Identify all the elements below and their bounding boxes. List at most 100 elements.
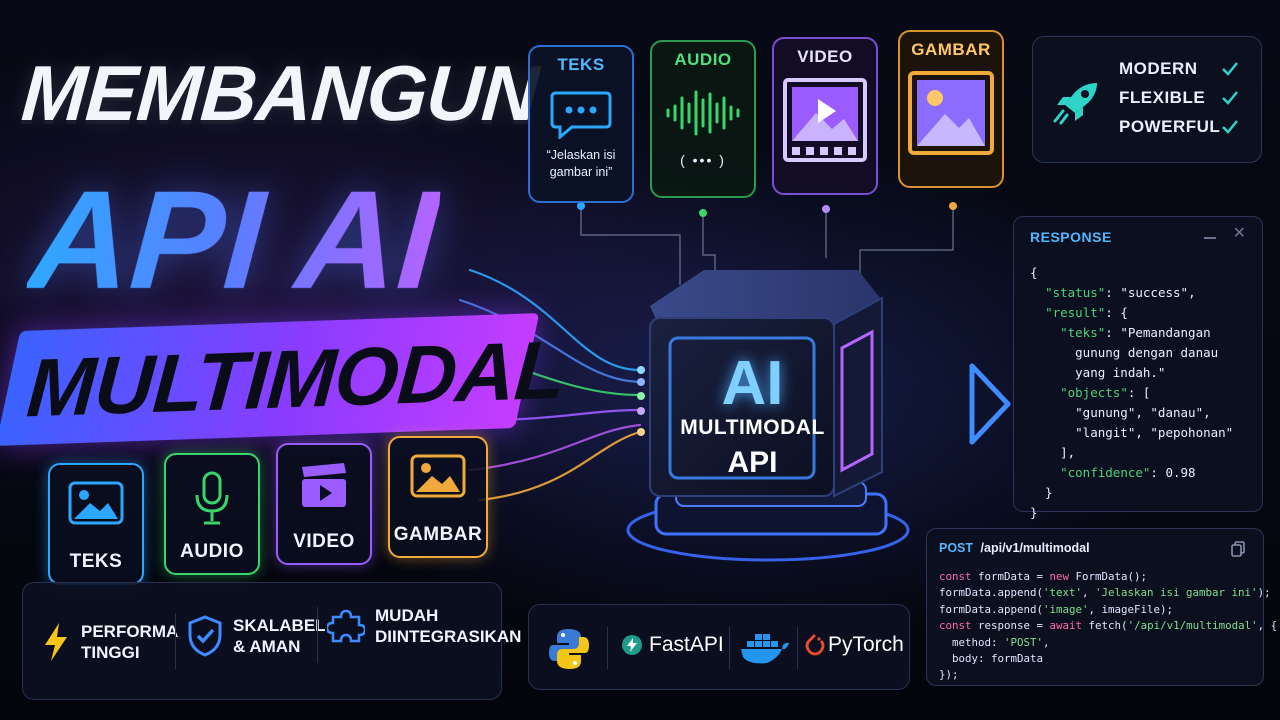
response-line: } <box>1030 505 1038 520</box>
tags-panel: MODERN FLEXIBLE POWERFUL <box>1032 36 1262 163</box>
input-label: TEKS <box>557 55 605 74</box>
modality-card-audio: AUDIO <box>164 453 260 575</box>
response-line: "confidence": 0.98 <box>1060 465 1196 480</box>
stream-dots <box>637 366 645 436</box>
feature-text-1: PERFORMA <box>81 622 179 641</box>
code-line: method: 'POST', <box>939 635 1050 649</box>
feature-performance: PERFORMA TINGGI <box>41 621 178 663</box>
code-line: formData.append('image', imageFile); <box>939 602 1174 616</box>
feature-scalable: SKALABEL & AMAN <box>187 615 326 657</box>
waveform-icon <box>666 90 740 136</box>
response-json: { "status": "success", "result": { "teks… <box>1030 263 1233 523</box>
feature-text-2: DIINTEGRASIKAN <box>375 627 522 646</box>
input-caption: “Jelaskan isi gambar ini” <box>546 148 616 179</box>
connector-lines <box>580 205 954 285</box>
tag-label: MODERN <box>1119 59 1198 78</box>
input-label: AUDIO <box>674 50 732 69</box>
response-line: } <box>1030 485 1053 500</box>
check-icon <box>1222 120 1238 134</box>
core-line-3: API <box>727 446 778 479</box>
rocket-icon <box>1053 83 1097 125</box>
tech-name: PyTorch <box>828 633 904 656</box>
image-icon <box>410 454 466 498</box>
pytorch-icon <box>805 634 825 656</box>
copy-icon[interactable] <box>1231 541 1245 557</box>
tech-pytorch: PyTorch <box>805 633 904 657</box>
request-endpoint: /api/v1/multimodal <box>980 541 1090 555</box>
microphone-icon <box>195 471 229 525</box>
request-line: POST /api/v1/multimodal <box>939 541 1090 555</box>
response-line: "gunung", "danau", <box>1030 405 1211 420</box>
check-icon <box>1222 62 1238 76</box>
feature-text-2: & AMAN <box>233 637 301 656</box>
response-line: ], <box>1030 445 1076 460</box>
response-line: gunung dengan danau <box>1030 345 1219 360</box>
response-line: { <box>1030 265 1038 280</box>
input-label: VIDEO <box>797 47 853 66</box>
input-card-gambar: GAMBAR <box>898 30 1004 188</box>
feature-text-2: TINGGI <box>81 643 140 662</box>
tag-label: POWERFUL <box>1119 117 1221 136</box>
fastapi-icon <box>622 635 642 655</box>
ai-cube <box>626 270 910 562</box>
response-panel: RESPONSE ✕ { "status": "success", "resul… <box>1013 216 1263 520</box>
modality-label: GAMBAR <box>393 524 483 545</box>
tag-label: FLEXIBLE <box>1119 88 1206 107</box>
connector-dots <box>577 202 957 217</box>
modality-card-teks: TEKS <box>48 463 144 585</box>
code-line: const formData = new FormData(); <box>939 570 1148 583</box>
request-method: POST <box>939 541 974 555</box>
input-label: GAMBAR <box>911 40 991 59</box>
code-line: }); <box>939 668 959 682</box>
python-icon <box>549 629 589 669</box>
code-line: formData.append('text', 'Jelaskan isi ga… <box>939 586 1271 600</box>
chat-icon <box>550 91 612 139</box>
response-line: "result": { <box>1045 305 1128 320</box>
modality-label: VIDEO <box>293 531 355 552</box>
request-code: const formData = new FormData(); formData… <box>939 569 1277 684</box>
response-line: "objects": [ <box>1060 385 1151 400</box>
response-line: "status": "success", <box>1045 285 1196 300</box>
tech-name: FastAPI <box>649 633 724 656</box>
input-card-video: VIDEO <box>772 37 878 195</box>
puzzle-icon <box>327 609 365 643</box>
modality-label: TEKS <box>69 551 123 572</box>
divider <box>607 627 608 669</box>
image-icon <box>908 71 994 155</box>
title-line-2: API AI <box>24 161 443 318</box>
title-line-3: MULTIMODAL <box>24 324 568 435</box>
input-card-teks: TEKS “Jelaskan isi gambar ini” <box>528 45 634 203</box>
lightning-icon <box>45 623 67 661</box>
response-line: yang indah." <box>1030 365 1166 380</box>
video-frame-icon <box>783 78 867 162</box>
tech-stack-panel: FastAPI PyTorch <box>528 604 910 690</box>
check-icon <box>1222 91 1238 105</box>
divider <box>317 607 318 663</box>
modality-card-video: VIDEO <box>276 443 372 565</box>
feature-integration: MUDAH DIINTEGRASIKAN <box>327 605 521 647</box>
code-line: const response = await fetch('/api/v1/mu… <box>939 619 1278 633</box>
response-title: RESPONSE <box>1030 229 1112 245</box>
divider <box>175 613 176 669</box>
modality-card-gambar: GAMBAR <box>388 436 488 558</box>
divider <box>797 627 798 669</box>
shield-check-icon <box>188 615 222 657</box>
clapperboard-icon <box>302 463 346 507</box>
input-card-audio: AUDIO ( ••• ) <box>650 40 756 198</box>
image-icon <box>68 481 124 525</box>
core-line-2: MULTIMODAL <box>680 416 825 439</box>
docker-icon <box>741 634 789 664</box>
features-panel: PERFORMA TINGGI SKALABEL & AMAN MUDAH DI… <box>22 582 521 700</box>
feature-text-1: MUDAH <box>375 606 439 625</box>
divider <box>729 627 730 669</box>
modality-label: AUDIO <box>180 541 244 562</box>
request-code-panel: POST /api/v1/multimodal const formData =… <box>926 528 1277 686</box>
tech-fastapi: FastAPI <box>621 633 724 657</box>
title-line-1: MEMBANGUN <box>18 49 541 137</box>
core-line-1: AI <box>721 349 784 418</box>
input-caption: ( ••• ) <box>680 152 726 168</box>
code-line: body: formData <box>939 652 1044 666</box>
close-icon[interactable]: ✕ <box>1232 225 1246 242</box>
minimize-icon[interactable] <box>1204 237 1216 239</box>
response-line: "langit", "pepohonan" <box>1030 425 1234 440</box>
